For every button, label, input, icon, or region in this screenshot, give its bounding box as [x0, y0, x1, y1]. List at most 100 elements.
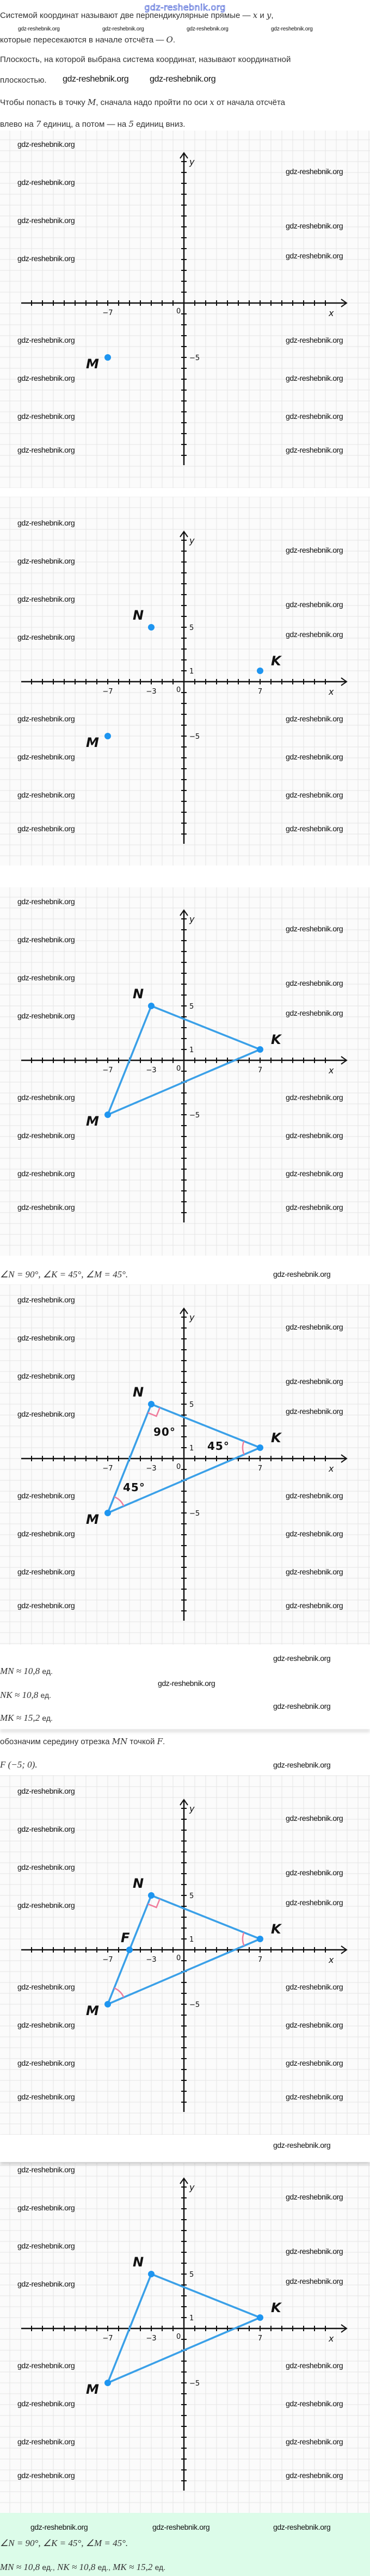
watermark: gdz-reshebnik.org	[17, 336, 75, 344]
watermark: gdz-reshebnik.org	[17, 935, 75, 944]
watermark: gdz-reshebnik.org	[286, 824, 343, 833]
watermark: gdz-reshebnik.org	[17, 1333, 75, 1342]
intro-line-4: плоскостью.	[0, 76, 47, 85]
text-segment: ед.,	[42, 2563, 55, 2572]
text-segment: плоскостью.	[0, 76, 47, 85]
watermark: gdz-reshebnik.org	[286, 1814, 343, 1823]
watermark: gdz-reshebnik.org	[17, 1169, 75, 1178]
origin-label: 0	[176, 2333, 181, 2341]
watermark: gdz-reshebnik.org	[286, 2277, 343, 2285]
point-label-n: N	[133, 986, 144, 1002]
y-axis-arrow-icon	[180, 152, 188, 159]
length-mn: MN ≈ 10,8 ед.	[0, 1666, 53, 1677]
y-tick-label: 1	[189, 668, 194, 676]
text-segment: MN ≈ 10,8	[0, 2562, 42, 2572]
x-tick-label: 7	[258, 1956, 262, 1964]
watermark: gdz-reshebnik.org	[17, 2165, 75, 2174]
y-axis-arrow-icon	[180, 909, 188, 916]
origin-label: 0	[176, 686, 181, 694]
watermark: gdz-reshebnik.org	[17, 973, 75, 982]
angle-arc-mark	[114, 1987, 125, 1998]
watermark: gdz-reshebnik.org	[286, 2059, 343, 2067]
text-segment: Чтобы попасть в точку	[0, 98, 88, 107]
segment-km	[107, 1938, 261, 2005]
text-segment: и	[257, 11, 267, 20]
point-f-coordinates: F (−5; 0).	[0, 1759, 38, 1770]
y-axis-arrow-icon	[180, 1307, 188, 1314]
x-tick-label: −3	[146, 1956, 156, 1964]
x-tick-label: −7	[102, 1066, 113, 1074]
y-tick-label: 5	[189, 1401, 194, 1409]
watermark: gdz-reshebnik.org	[17, 557, 75, 565]
watermark: gdz-reshebnik.org	[17, 1203, 75, 1212]
watermark: gdz-reshebnik.org	[286, 374, 343, 382]
point-n	[148, 1892, 155, 1899]
math-symbol: x	[252, 10, 258, 20]
text-segment: NK ≈ 10,8	[0, 1690, 41, 1700]
x-axis-label: x	[328, 1955, 334, 1965]
watermark: gdz-reshebnik.org	[17, 1567, 75, 1576]
watermark: gdz-reshebnik.org	[17, 2280, 75, 2288]
watermark: gdz-reshebnik.org	[17, 518, 75, 527]
x-tick-label: −7	[102, 2334, 113, 2343]
watermark: gdz-reshebnik.org	[152, 2523, 210, 2531]
watermark: gdz-reshebnik.org	[286, 1093, 343, 1102]
watermark: gdz-reshebnik.org	[271, 26, 313, 32]
text-segment: от начала отсчёта	[214, 98, 286, 107]
grid	[0, 1775, 370, 2135]
point-m	[104, 733, 111, 739]
y-axis-label: y	[189, 157, 195, 167]
watermark: gdz-reshebnik.org	[17, 1529, 75, 1538]
math-symbol: MN	[112, 1737, 128, 1746]
text-segment: , сначала надо пройти по оси	[96, 98, 210, 107]
length-mk: MK ≈ 15,2 ед.	[0, 1713, 53, 1723]
answer-box: gdz-reshebnik.org gdz-reshebnik.org gdz-…	[0, 2513, 370, 2576]
watermark: gdz-reshebnik.org	[187, 26, 229, 32]
text-segment: ед.	[40, 1691, 52, 1700]
watermark: gdz-reshebnik.org	[17, 1863, 75, 1871]
origin-label: 0	[176, 1065, 181, 1073]
text-segment: MK ≈ 15,2	[110, 2562, 155, 2572]
watermark: gdz-reshebnik.org	[286, 1169, 343, 1178]
x-axis-arrow-icon	[341, 677, 348, 686]
point-label-f: F	[121, 1930, 130, 1945]
point-label-m: M	[86, 2382, 99, 2397]
watermark: gdz-reshebnik.org	[286, 1407, 343, 1416]
y-axis-arrow-icon	[180, 2177, 188, 2184]
watermark: gdz-reshebnik.org	[17, 1295, 75, 1304]
intro-line-6: влево на 7 единиц, а потом — на 5 единиц…	[0, 119, 185, 129]
y-axis-arrow-icon	[180, 530, 188, 538]
watermark: gdz-reshebnik.org	[17, 2059, 75, 2067]
watermark: gdz-reshebnik.org	[286, 1898, 343, 1907]
watermark: gdz-reshebnik.org	[17, 178, 75, 187]
watermark: gdz-reshebnik.org	[286, 2437, 343, 2446]
y-tick-label: −5	[189, 354, 200, 362]
x-tick-label: −7	[102, 1465, 113, 1473]
segment-mn	[107, 1403, 152, 1514]
text-segment: ед.	[42, 1714, 53, 1722]
watermark: gdz-reshebnik.org	[17, 2471, 75, 2480]
point-m	[104, 1111, 111, 1118]
segment-mn	[107, 2273, 152, 2384]
watermark: gdz-reshebnik.org	[17, 595, 75, 603]
answer-angles: ∠N = 90°, ∠K = 45°, ∠M = 45°.	[0, 2538, 128, 2549]
point-label-m: M	[86, 735, 99, 750]
y-tick-label: 1	[189, 1444, 194, 1453]
point-label-k: K	[271, 2300, 282, 2315]
watermark: gdz-reshebnik.org	[17, 216, 75, 225]
y-axis-label: y	[189, 2182, 195, 2192]
watermark: gdz-reshebnik.org	[286, 336, 343, 344]
y-tick-label: −5	[189, 2001, 200, 2009]
point-label-k: K	[271, 653, 282, 669]
watermark: gdz-reshebnik.org	[273, 2141, 331, 2149]
point-label-k: K	[271, 1922, 282, 1937]
point-label-m: M	[86, 2003, 99, 2018]
point-label-m: M	[86, 1114, 99, 1129]
y-axis-arrow-icon	[180, 1799, 188, 1806]
x-tick-label: 7	[258, 2334, 262, 2343]
watermark: gdz-reshebnik.org	[286, 1982, 343, 1991]
point-label-n: N	[133, 1385, 144, 1400]
